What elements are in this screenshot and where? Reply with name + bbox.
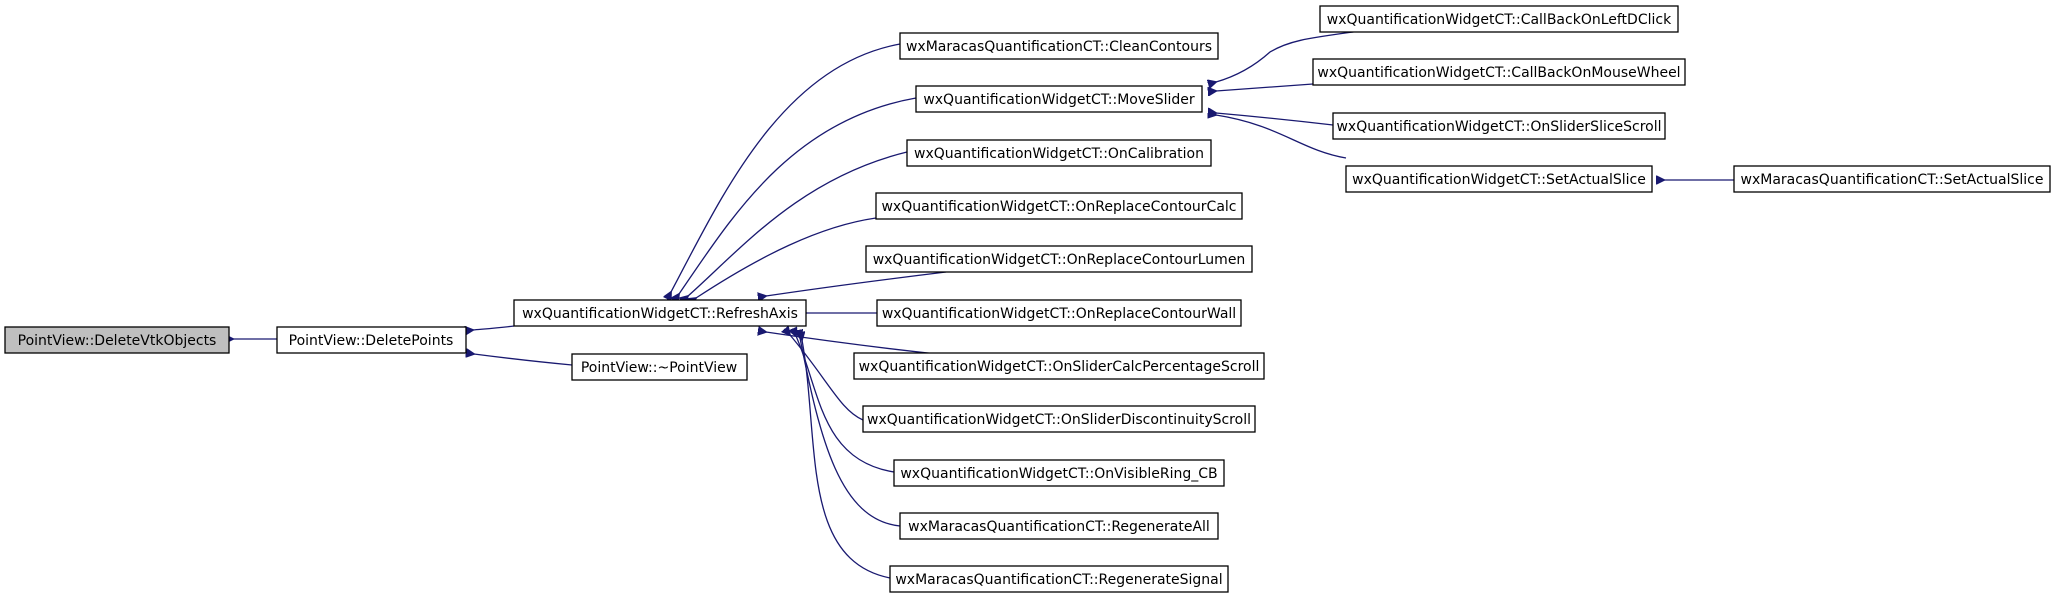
edge-oncalibration-to-refreshaxis (688, 151, 908, 296)
edge-regenerateall-to-refreshaxis (800, 338, 901, 527)
node-pointview-deletevtkobjects[interactable]: PointView::DeleteVtkObjects (4, 326, 230, 354)
node-pointview-deletepoints[interactable]: PointView::DeletePoints (276, 326, 467, 354)
edge-callbackonmousewheel-to-moveslider (1216, 83, 1314, 91)
nodes: PointView::DeleteVtkObjects PointView::D… (4, 5, 2051, 593)
node-onslidercalcpercentagescroll[interactable]: wxQuantificationWidgetCT::OnSliderCalcPe… (853, 352, 1265, 380)
node-cleancontours[interactable]: wxMaracasQuantificationCT::CleanContours (899, 32, 1219, 60)
node-label: PointView::DeleteVtkObjects (18, 333, 217, 349)
node-maracas-setactualslice[interactable]: wxMaracasQuantificationCT::SetActualSlic… (1733, 165, 2051, 193)
edge-callbackonleftdclick-to-moveslider (1216, 30, 1361, 82)
edge-onslidercalcpercentagescroll-to-refreshaxis (766, 332, 947, 356)
edge-cleancontours-to-refreshaxis (671, 43, 901, 292)
node-pointview-dtor[interactable]: PointView::~PointView (571, 353, 748, 381)
node-refreshaxis[interactable]: wxQuantificationWidgetCT::RefreshAxis (513, 299, 807, 327)
node-label: wxMaracasQuantificationCT::RegenerateSig… (895, 572, 1222, 588)
node-label: wxQuantificationWidgetCT::OnReplaceConto… (882, 306, 1236, 322)
node-label: wxMaracasQuantificationCT::RegenerateAll (908, 519, 1210, 535)
edge-refreshaxis-to-deletepoints (473, 325, 515, 330)
edge-onreplacecontourcalc-to-refreshaxis (696, 217, 877, 298)
edge-onreplacecontourlumen-to-refreshaxis (766, 271, 947, 296)
node-label: wxMaracasQuantificationCT::CleanContours (906, 39, 1212, 55)
node-regenerateall[interactable]: wxMaracasQuantificationCT::RegenerateAll (899, 512, 1219, 540)
edge-moveslider-to-refreshaxis (679, 97, 917, 294)
edges (233, 30, 1734, 579)
node-onsliderdiscontinuityscroll[interactable]: wxQuantificationWidgetCT::OnSliderDiscon… (862, 405, 1256, 433)
node-label: PointView::DeletePoints (289, 333, 454, 349)
node-label: wxQuantificationWidgetCT::RefreshAxis (522, 306, 798, 322)
node-onreplacecontourcalc[interactable]: wxQuantificationWidgetCT::OnReplaceConto… (875, 192, 1243, 220)
node-label: wxQuantificationWidgetCT::OnSliderDiscon… (867, 412, 1251, 428)
node-label: wxQuantificationWidgetCT::CallBackOnMous… (1317, 65, 1680, 81)
node-label: wxQuantificationWidgetCT::CallBackOnLeft… (1327, 12, 1672, 28)
node-label: PointView::~PointView (581, 360, 737, 376)
node-regeneratesignal[interactable]: wxMaracasQuantificationCT::RegenerateSig… (889, 565, 1229, 593)
node-label: wxQuantificationWidgetCT::OnCalibration (914, 146, 1204, 162)
node-label: wxMaracasQuantificationCT::SetActualSlic… (1741, 172, 2044, 188)
node-callbackonmousewheel[interactable]: wxQuantificationWidgetCT::CallBackOnMous… (1312, 58, 1686, 86)
node-onreplacecontourlumen[interactable]: wxQuantificationWidgetCT::OnReplaceConto… (865, 245, 1253, 273)
node-label: wxQuantificationWidgetCT::OnSliderCalcPe… (859, 359, 1260, 375)
edge-onsliderslicescroll-to-moveslider (1216, 113, 1334, 126)
node-onreplacecontourwall[interactable]: wxQuantificationWidgetCT::OnReplaceConto… (876, 299, 1242, 327)
node-oncalibration[interactable]: wxQuantificationWidgetCT::OnCalibration (906, 139, 1212, 167)
node-label: wxQuantificationWidgetCT::SetActualSlice (1352, 172, 1646, 188)
node-widget-setactualslice[interactable]: wxQuantificationWidgetCT::SetActualSlice (1345, 165, 1653, 193)
node-onsliderslicescroll[interactable]: wxQuantificationWidgetCT::OnSliderSliceS… (1332, 112, 1666, 140)
edge-regeneratesignal-to-refreshaxis (802, 340, 891, 579)
node-onvisiblering-cb[interactable]: wxQuantificationWidgetCT::OnVisibleRing_… (893, 459, 1225, 487)
node-label: wxQuantificationWidgetCT::OnReplaceConto… (873, 252, 1246, 268)
node-callbackonleftdclick[interactable]: wxQuantificationWidgetCT::CallBackOnLeft… (1319, 5, 1679, 33)
node-label: wxQuantificationWidgetCT::OnReplaceConto… (881, 199, 1236, 215)
edge-setactualslice-to-moveslider (1216, 115, 1347, 159)
node-label: wxQuantificationWidgetCT::OnSliderSliceS… (1336, 119, 1661, 135)
node-label: wxQuantificationWidgetCT::OnVisibleRing_… (900, 466, 1217, 482)
node-label: wxQuantificationWidgetCT::MoveSlider (923, 92, 1195, 108)
edge-pointview-dtor-to-deletepoints (474, 354, 573, 366)
node-moveslider[interactable]: wxQuantificationWidgetCT::MoveSlider (915, 85, 1203, 113)
